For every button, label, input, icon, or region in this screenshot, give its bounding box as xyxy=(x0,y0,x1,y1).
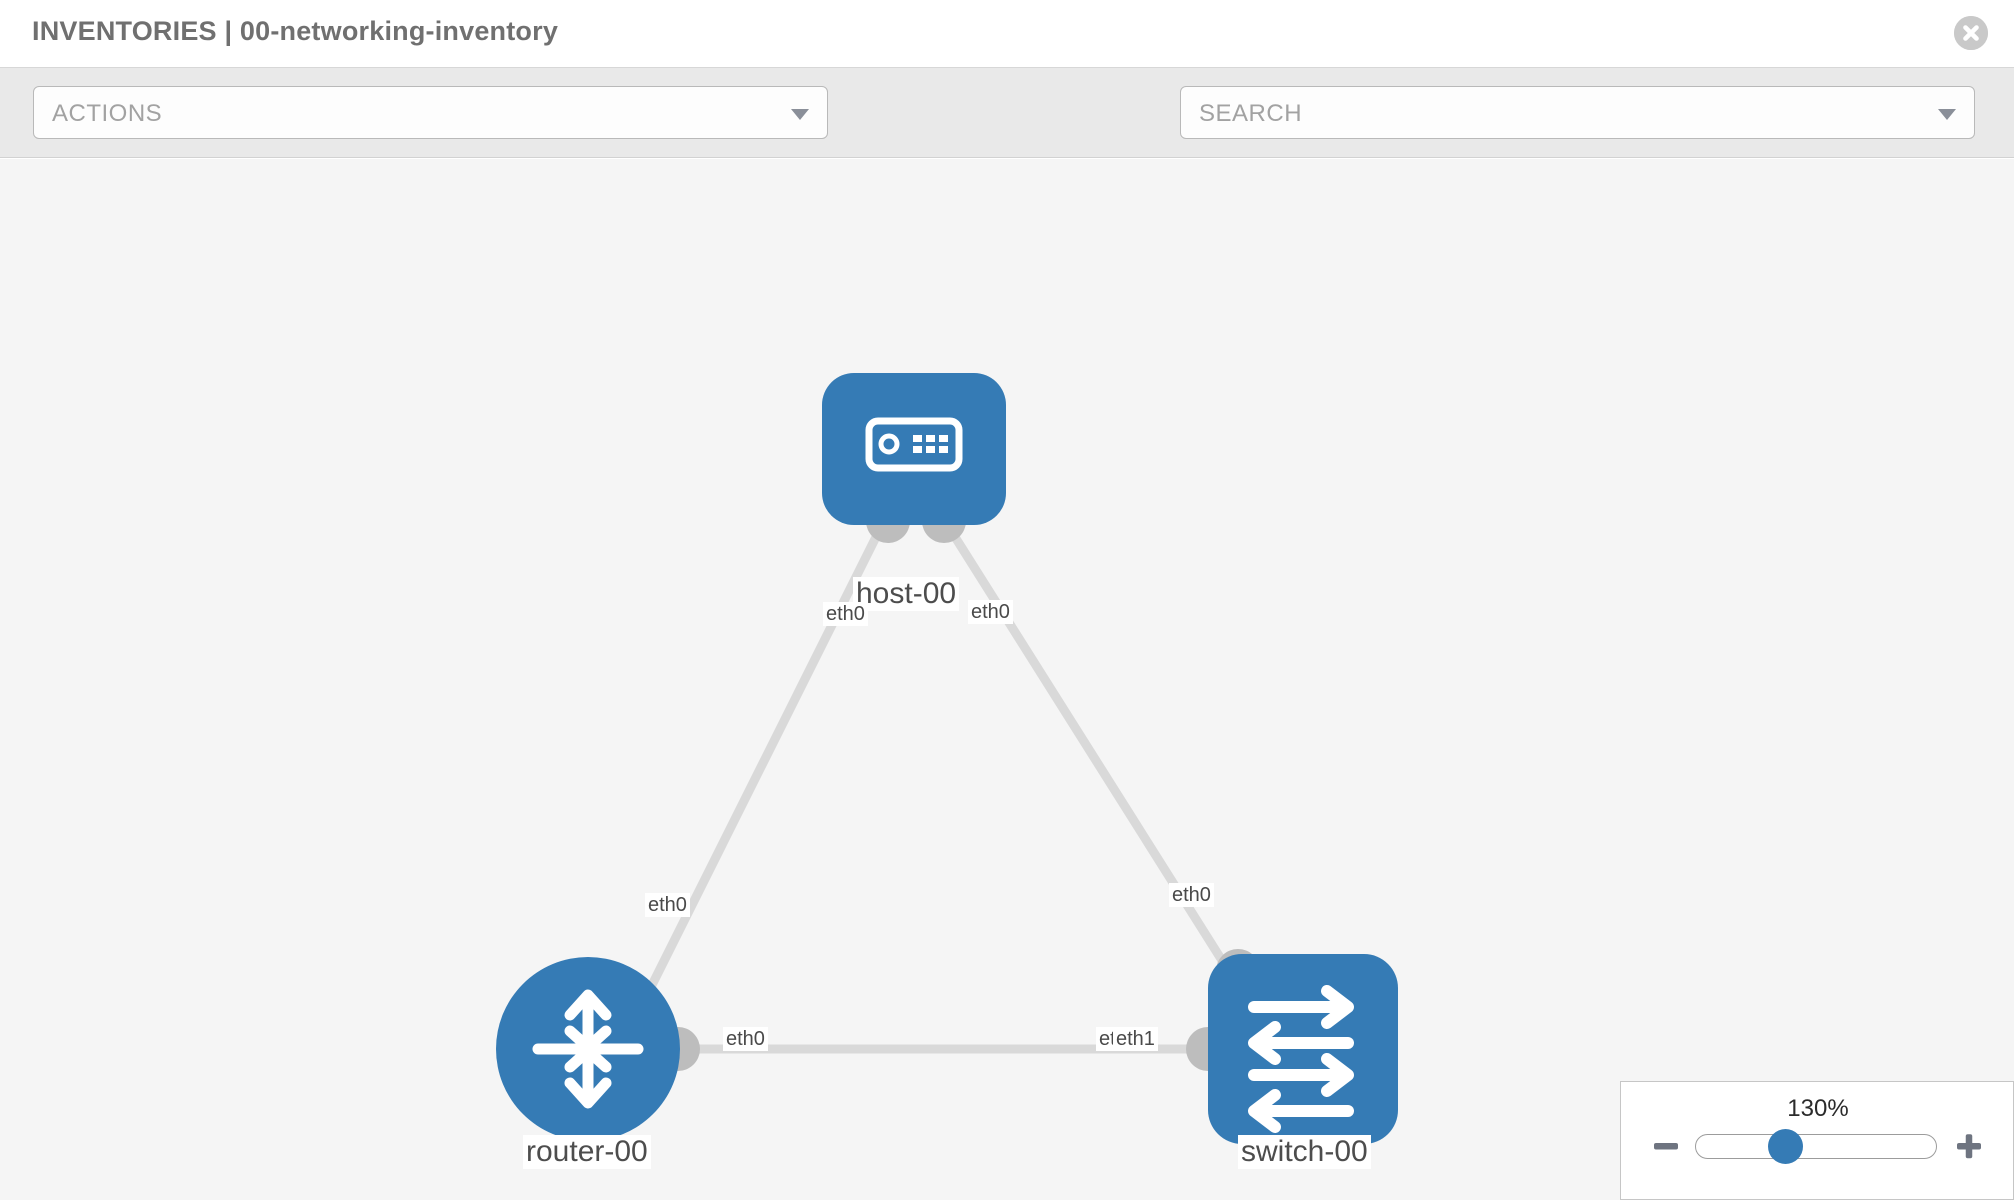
chevron-down-icon xyxy=(791,109,809,120)
node-label-host-00: host-00 xyxy=(853,577,960,611)
minus-icon xyxy=(1654,1143,1678,1150)
iface-label-switch-host: eth0 xyxy=(1169,883,1214,907)
topology-graph xyxy=(496,373,1398,1144)
iface-label-host-router: eth0 xyxy=(823,602,868,626)
node-switch-00 xyxy=(1208,954,1398,1144)
iface-label-router-switch: eth0 xyxy=(723,1027,768,1051)
edge-host-router xyxy=(635,526,885,1012)
node-label-router-00: router-00 xyxy=(523,1135,651,1169)
zoom-out-button[interactable] xyxy=(1649,1129,1683,1163)
chevron-down-icon xyxy=(1938,109,1956,120)
actions-dropdown[interactable]: ACTIONS xyxy=(33,86,828,139)
iface-label-router-host: eth0 xyxy=(645,893,690,917)
iface-label-host-switch: eth0 xyxy=(968,600,1013,624)
page-header: INVENTORIES | 00-networking-inventory xyxy=(0,0,2014,68)
router-arrows-icon xyxy=(532,989,644,1109)
edge-host-switch xyxy=(946,526,1244,992)
node-host-00 xyxy=(822,373,1006,525)
zoom-in-button[interactable] xyxy=(1952,1129,1986,1163)
search-placeholder: SEARCH xyxy=(1199,100,1303,127)
zoom-level-value: 130% xyxy=(1787,1095,1849,1122)
search-input[interactable]: SEARCH xyxy=(1180,86,1975,139)
plus-icon xyxy=(1957,1134,1981,1159)
zoom-slider-thumb[interactable] xyxy=(1768,1129,1803,1164)
iface-label-switch-router-b: eth1 xyxy=(1113,1027,1158,1051)
toolbar: ACTIONS SEARCH xyxy=(0,68,2014,195)
close-icon xyxy=(1954,16,1988,50)
zoom-slider-track[interactable] xyxy=(1695,1134,1937,1159)
server-icon xyxy=(865,417,963,472)
actions-dropdown-label: ACTIONS xyxy=(52,100,163,127)
page-title: INVENTORIES | 00-networking-inventory xyxy=(32,16,559,46)
topology-canvas[interactable]: host-00 router-00 switch-00 eth0 eth0 et… xyxy=(0,159,2014,1200)
node-label-switch-00: switch-00 xyxy=(1238,1135,1371,1169)
close-button[interactable] xyxy=(1954,16,1988,50)
node-router-00 xyxy=(496,957,680,1141)
switch-arrows-icon xyxy=(1248,985,1354,1133)
zoom-control-panel: 130% xyxy=(1620,1081,2014,1200)
